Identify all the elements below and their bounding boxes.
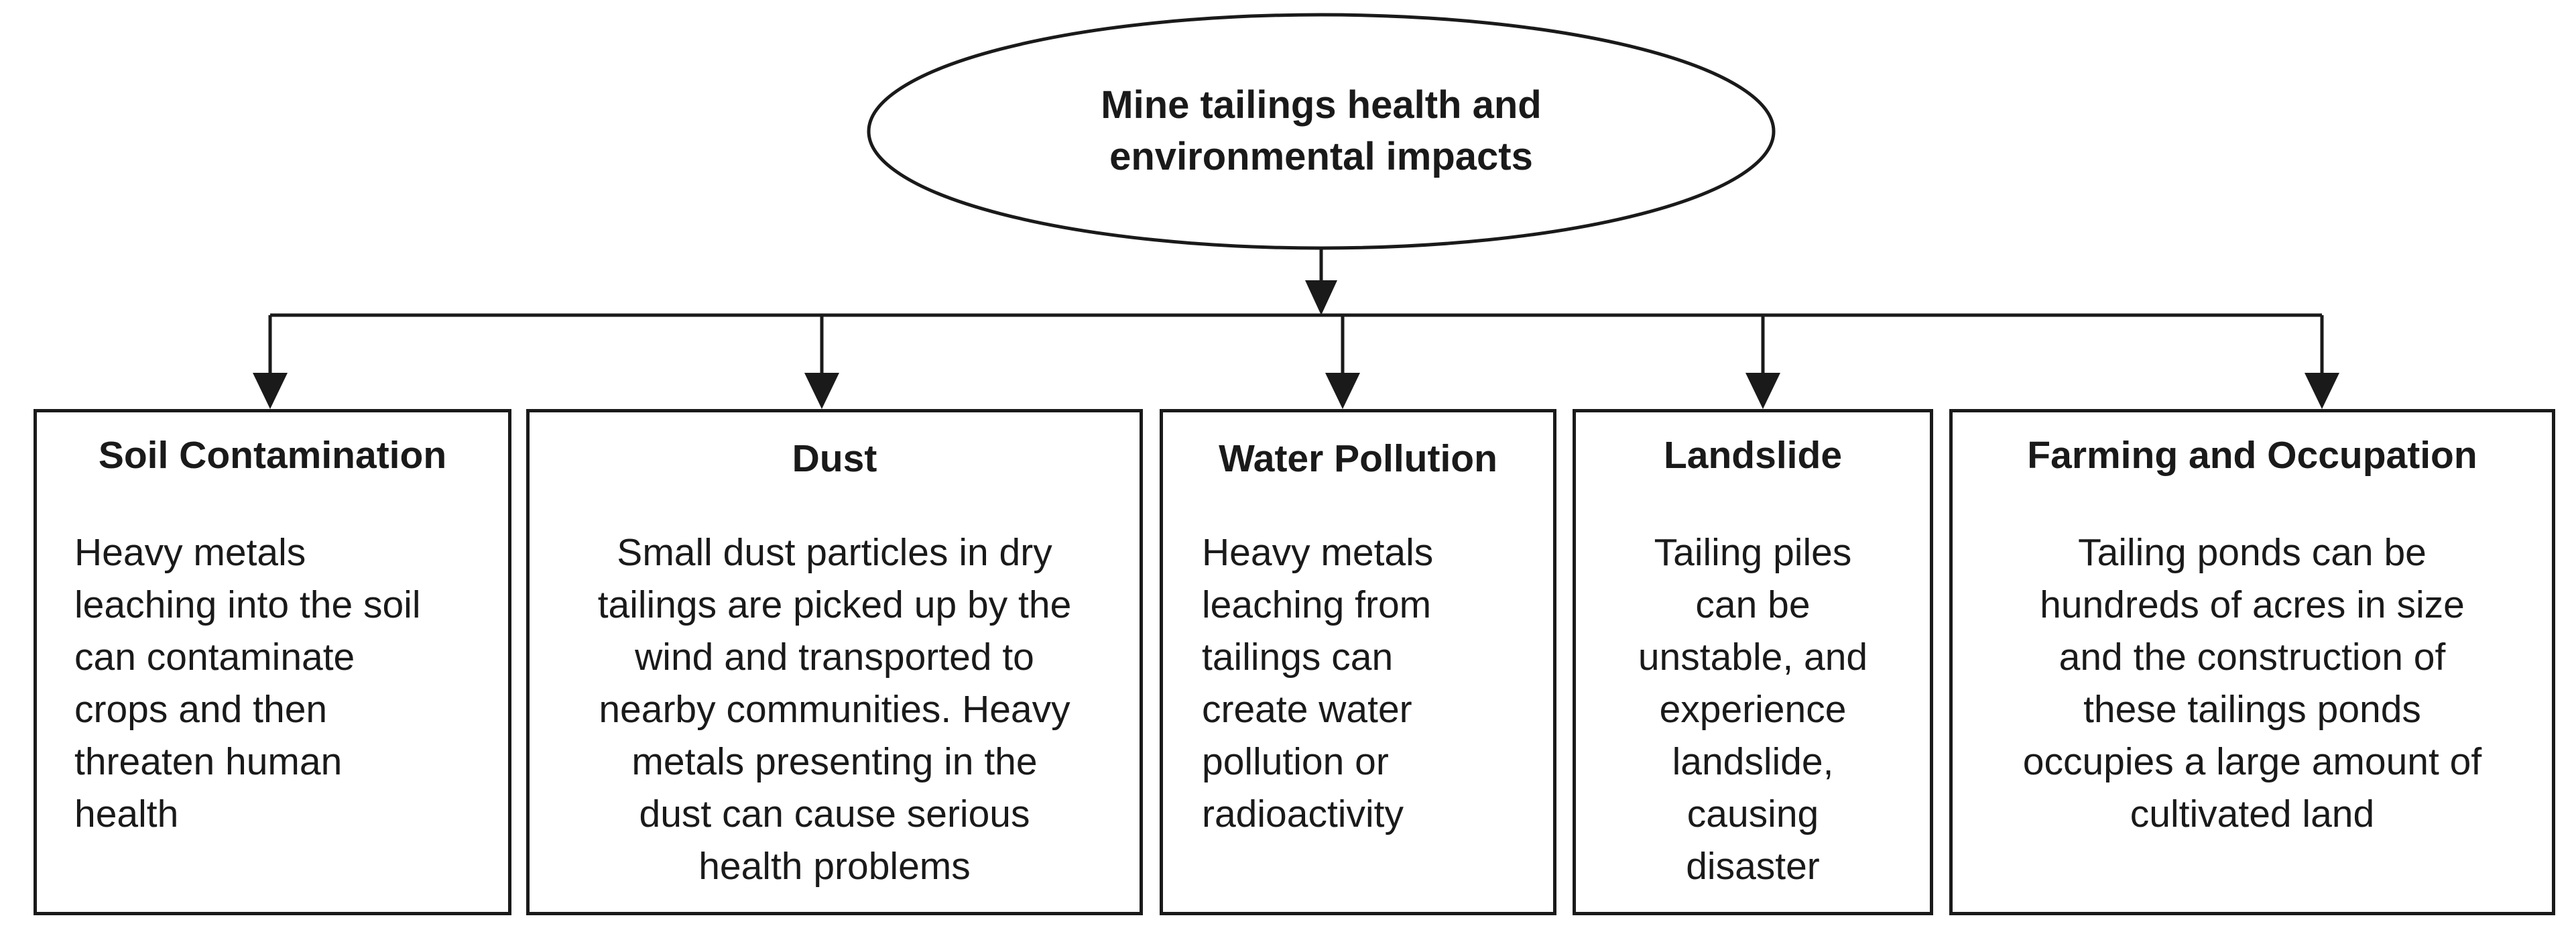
body-line: Small dust particles in dry: [617, 531, 1052, 574]
box-body-farming-and-occupation: Tailing ponds can be hundreds of acres i…: [1953, 526, 2552, 840]
box-body-dust: Small dust particles in dry tailings are…: [530, 526, 1140, 892]
body-line: these tailings ponds: [2083, 688, 2421, 731]
box-title-landslide: Landslide: [1663, 434, 1843, 477]
body-line: health: [74, 793, 179, 835]
box-landslide: Landslide Tailing piles can be unstable,…: [1573, 409, 1933, 915]
arrowhead-water: [1325, 373, 1360, 409]
body-line: can contaminate: [74, 636, 355, 679]
body-line: radioactivity: [1202, 793, 1404, 835]
body-line: health problems: [698, 845, 971, 888]
body-line: occupies a large amount of: [2022, 740, 2482, 783]
body-line: unstable, and: [1638, 636, 1868, 679]
box-dust: Dust Small dust particles in dry tailing…: [526, 409, 1143, 915]
body-line: create water: [1202, 688, 1412, 731]
body-line: causing: [1686, 793, 1819, 835]
box-farming-and-occupation: Farming and Occupation Tailing ponds can…: [1949, 409, 2555, 915]
body-line: cultivated land: [2130, 793, 2375, 835]
arrowhead-soil: [253, 373, 288, 409]
body-line: crops and then: [74, 688, 328, 731]
body-line: tailings can: [1202, 636, 1394, 679]
body-line: leaching from: [1202, 583, 1432, 626]
body-line: nearby communities. Heavy: [599, 688, 1070, 731]
body-line: wind and transported to: [635, 636, 1034, 679]
body-line: dust can cause serious: [639, 793, 1030, 835]
body-line: Tailing piles: [1654, 531, 1852, 574]
root-node-title: Mine tailings health and environmental i…: [869, 15, 1774, 248]
body-line: and the construction of: [2059, 636, 2446, 679]
box-title-farming-and-occupation: Farming and Occupation: [2027, 434, 2477, 477]
arrowhead-farming: [2305, 373, 2339, 409]
body-line: Heavy metals: [74, 531, 306, 574]
body-line: experience: [1659, 688, 1847, 731]
box-body-soil-contamination: Heavy metals leaching into the soil can …: [74, 526, 421, 840]
body-line: tailings are picked up by the: [597, 583, 1072, 626]
box-body-landslide: Tailing piles can be unstable, and exper…: [1576, 526, 1930, 892]
body-line: landslide,: [1672, 740, 1834, 783]
box-soil-contamination: Soil Contamination Heavy metals leaching…: [34, 409, 511, 915]
body-line: can be: [1695, 583, 1811, 626]
body-line: threaten human: [74, 740, 343, 783]
box-title-soil-contamination: Soil Contamination: [98, 434, 447, 477]
root-title-line-1: Mine tailings health and: [1101, 83, 1542, 127]
body-line: leaching into the soil: [74, 583, 421, 626]
body-line: Tailing ponds can be: [2078, 531, 2427, 574]
body-line: metals presenting in the: [631, 740, 1038, 783]
root-stem-arrowhead: [1305, 280, 1337, 315]
box-title-dust: Dust: [792, 437, 877, 480]
body-line: pollution or: [1202, 740, 1389, 783]
root-title-line-2: environmental impacts: [1109, 135, 1533, 178]
body-line: disaster: [1686, 845, 1820, 888]
body-line: hundreds of acres in size: [2040, 583, 2465, 626]
box-title-water-pollution: Water Pollution: [1219, 437, 1497, 480]
arrowhead-dust: [804, 373, 839, 409]
box-body-water-pollution: Heavy metals leaching from tailings can …: [1202, 526, 1433, 840]
arrowhead-landslide: [1745, 373, 1780, 409]
box-water-pollution: Water Pollution Heavy metals leaching fr…: [1160, 409, 1556, 915]
body-line: Heavy metals: [1202, 531, 1434, 574]
